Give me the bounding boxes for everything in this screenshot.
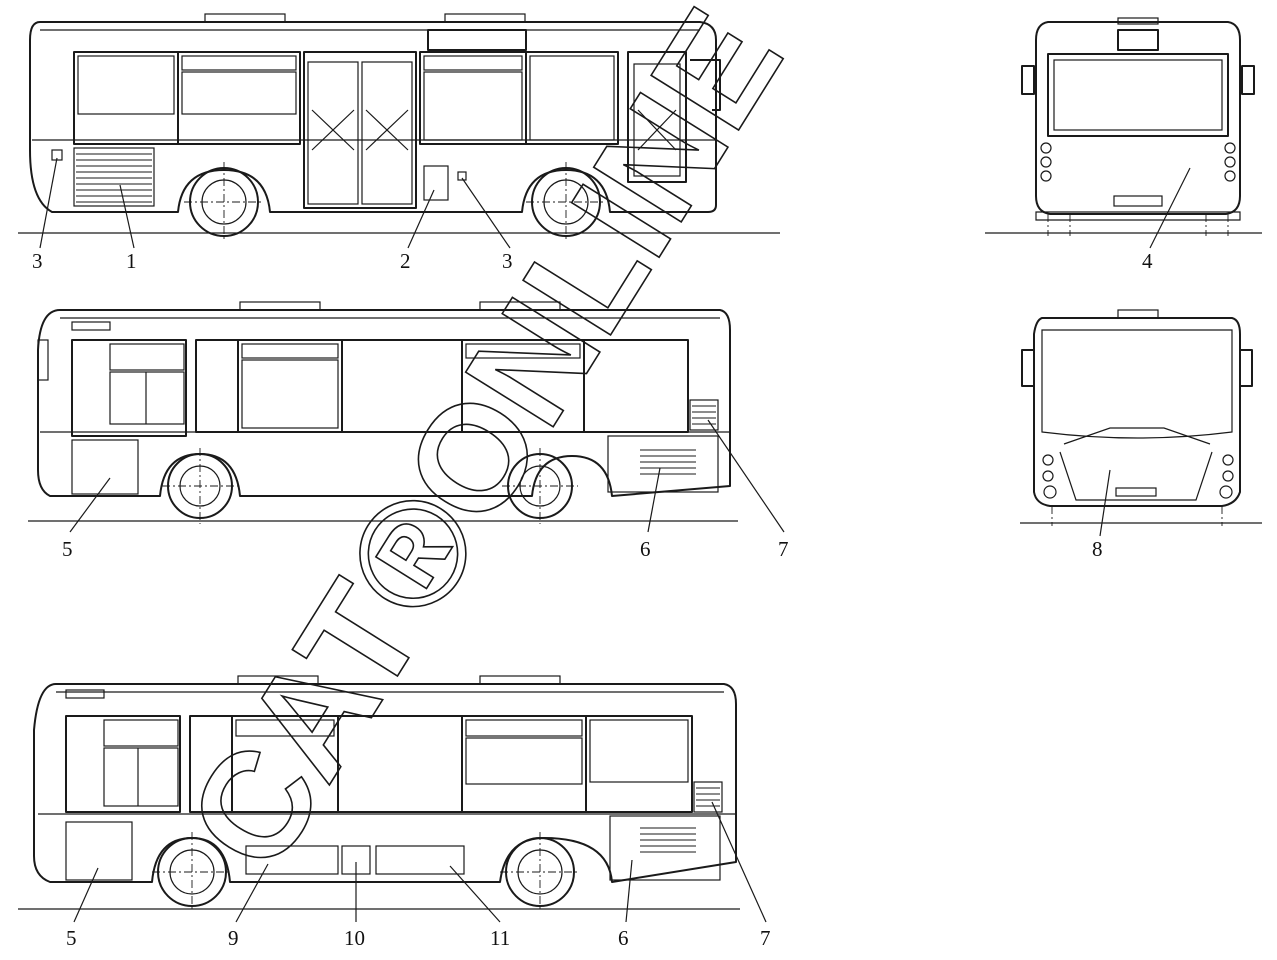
wheel: [526, 162, 606, 242]
callout-label: 7: [778, 537, 789, 561]
bus-side-view-left-lower: [18, 675, 740, 912]
callout-label: 6: [640, 537, 651, 561]
callouts: 3 1 2 3 4 5 6 7 8 5 9 10 11 6 7: [32, 157, 1191, 950]
callout-label: 5: [62, 537, 73, 561]
callout-label: 4: [1142, 249, 1153, 273]
bus-side-view-right: [18, 13, 780, 242]
bus-side-view-left: [28, 301, 738, 524]
watermark-text: CAT®ONLINE: [155, 0, 814, 897]
callout-label: 1: [126, 249, 137, 273]
vent-grille-7: [689, 399, 719, 431]
callout-label: 10: [344, 926, 365, 950]
wheel: [184, 162, 264, 242]
callout-label: 6: [618, 926, 629, 950]
callout-label: 3: [32, 249, 43, 273]
bus-rear-view: [985, 17, 1262, 236]
engine-grille-1: [76, 153, 152, 203]
callout-label: 7: [760, 926, 771, 950]
bus-front-view: [1020, 309, 1262, 526]
wheel: [502, 448, 578, 524]
wheel: [162, 448, 238, 524]
engine-grille-6: [640, 449, 696, 475]
vent-grille-7: [693, 781, 723, 813]
engine-grille-6: [640, 827, 696, 853]
wheel: [500, 832, 580, 912]
callout-label: 3: [502, 249, 513, 273]
watermark: CAT®ONLINE: [154, 0, 814, 898]
wheel: [152, 832, 232, 912]
callout-label: 11: [490, 926, 510, 950]
callout-label: 9: [228, 926, 239, 950]
callout-label: 2: [400, 249, 411, 273]
callout-label: 8: [1092, 537, 1103, 561]
callout-label: 5: [66, 926, 77, 950]
